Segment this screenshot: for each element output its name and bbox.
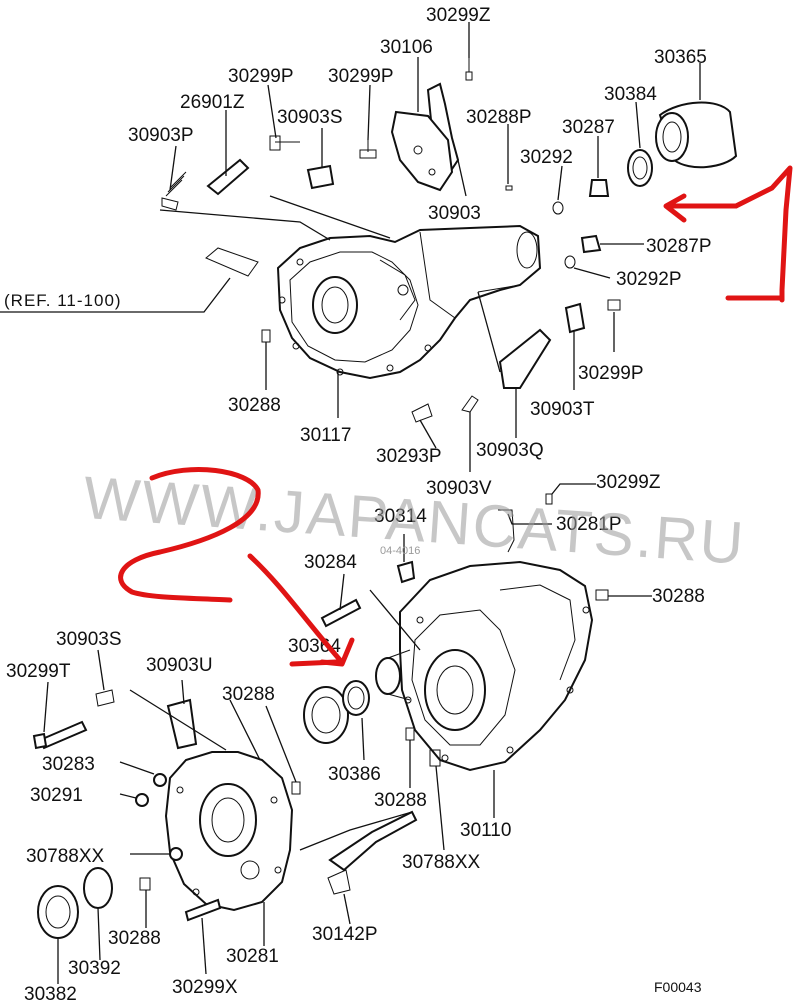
label-30106: 30106	[380, 37, 433, 58]
label-30292P: 30292P	[616, 269, 682, 290]
label-30299P-c: 30299P	[578, 363, 644, 384]
label-30288-right: 30288	[652, 586, 705, 607]
label-30386: 30386	[328, 764, 381, 785]
label-30293P: 30293P	[376, 446, 442, 467]
label-30292: 30292	[520, 147, 573, 168]
label-30299P-a: 30299P	[228, 66, 294, 87]
oring-30292	[552, 201, 564, 215]
label-30364: 30364	[288, 636, 341, 657]
label-30284: 30284	[304, 552, 357, 573]
label-30903S-low: 30903S	[56, 629, 122, 650]
label-30299T: 30299T	[6, 661, 71, 682]
housing-30117	[276, 224, 542, 380]
label-30287: 30287	[562, 117, 615, 138]
label-30299Z-top: 30299Z	[426, 5, 491, 26]
label-30903V: 30903V	[426, 478, 492, 499]
label-30903U: 30903U	[146, 655, 213, 676]
bracket-30903U	[166, 698, 198, 750]
label-30283: 30283	[42, 754, 95, 775]
label-30299P-b: 30299P	[328, 66, 394, 87]
label-30288P: 30288P	[466, 107, 532, 128]
seal-30386	[342, 680, 370, 716]
label-30788XX-b: 30788XX	[402, 852, 481, 873]
label-30299Z-mid: 30299Z	[596, 472, 661, 493]
linkage-26901Z	[206, 158, 250, 196]
label-30314: 30314	[374, 506, 427, 527]
annotation-arrow-two	[247, 553, 343, 663]
clip-30903S	[306, 164, 335, 190]
label-30903P: 30903P	[128, 125, 194, 146]
center-stamp: 04-4016	[380, 545, 420, 557]
label-30382: 30382	[24, 984, 77, 1005]
label-30110: 30110	[460, 820, 511, 841]
label-30288-mid: 30288	[222, 684, 275, 705]
label-30291: 30291	[30, 785, 83, 806]
part-labels: 30299Z 30106 30365 30299P 30299P 26901Z …	[4, 5, 712, 1005]
label-30384: 30384	[604, 84, 657, 105]
annotation-one-mark	[733, 165, 793, 303]
label-30903: 30903	[428, 203, 481, 224]
label-30281P: 30281P	[556, 514, 622, 535]
label-30392: 30392	[68, 958, 121, 979]
sensor-30314	[396, 560, 416, 584]
seal-30364	[303, 686, 349, 744]
seal-30382	[37, 885, 79, 939]
label-30903T: 30903T	[530, 399, 595, 420]
gasket-30392	[83, 867, 113, 909]
figure-code: F00043	[654, 979, 702, 995]
shaft-30284	[320, 598, 362, 628]
bolt-30299T	[38, 720, 88, 750]
label-30288-top: 30288	[228, 395, 281, 416]
upper-assembly	[0, 22, 738, 472]
upper-leader-lines	[0, 22, 701, 472]
plate-30903Q	[498, 328, 552, 389]
case-30110	[399, 560, 594, 772]
plug-30287	[588, 179, 610, 197]
label-30142P: 30142P	[312, 924, 378, 945]
lower-leader-lines	[43, 483, 652, 984]
label-30903Q: 30903Q	[476, 440, 544, 461]
reference-label: (REF. 11-100)	[4, 291, 122, 310]
lever-30142P	[328, 810, 418, 872]
label-30788XX-a: 30788XX	[26, 846, 105, 867]
plug-30287P	[580, 234, 602, 254]
label-30287P: 30287P	[646, 236, 712, 257]
annotation-two-mark	[118, 467, 261, 603]
bolt-30299Z	[465, 58, 473, 81]
red-annotations	[118, 165, 793, 667]
label-30281: 30281	[226, 946, 279, 967]
label-30365: 30365	[654, 47, 707, 68]
label-26901Z: 26901Z	[180, 92, 245, 113]
lower-assembly	[32, 483, 652, 984]
label-30117: 30117	[300, 425, 351, 446]
label-30299X: 30299X	[172, 977, 238, 998]
label-30903S-top: 30903S	[277, 107, 343, 128]
label-30288-c: 30288	[374, 790, 427, 811]
label-30288-low: 30288	[108, 928, 161, 949]
seal-30384	[627, 149, 653, 187]
